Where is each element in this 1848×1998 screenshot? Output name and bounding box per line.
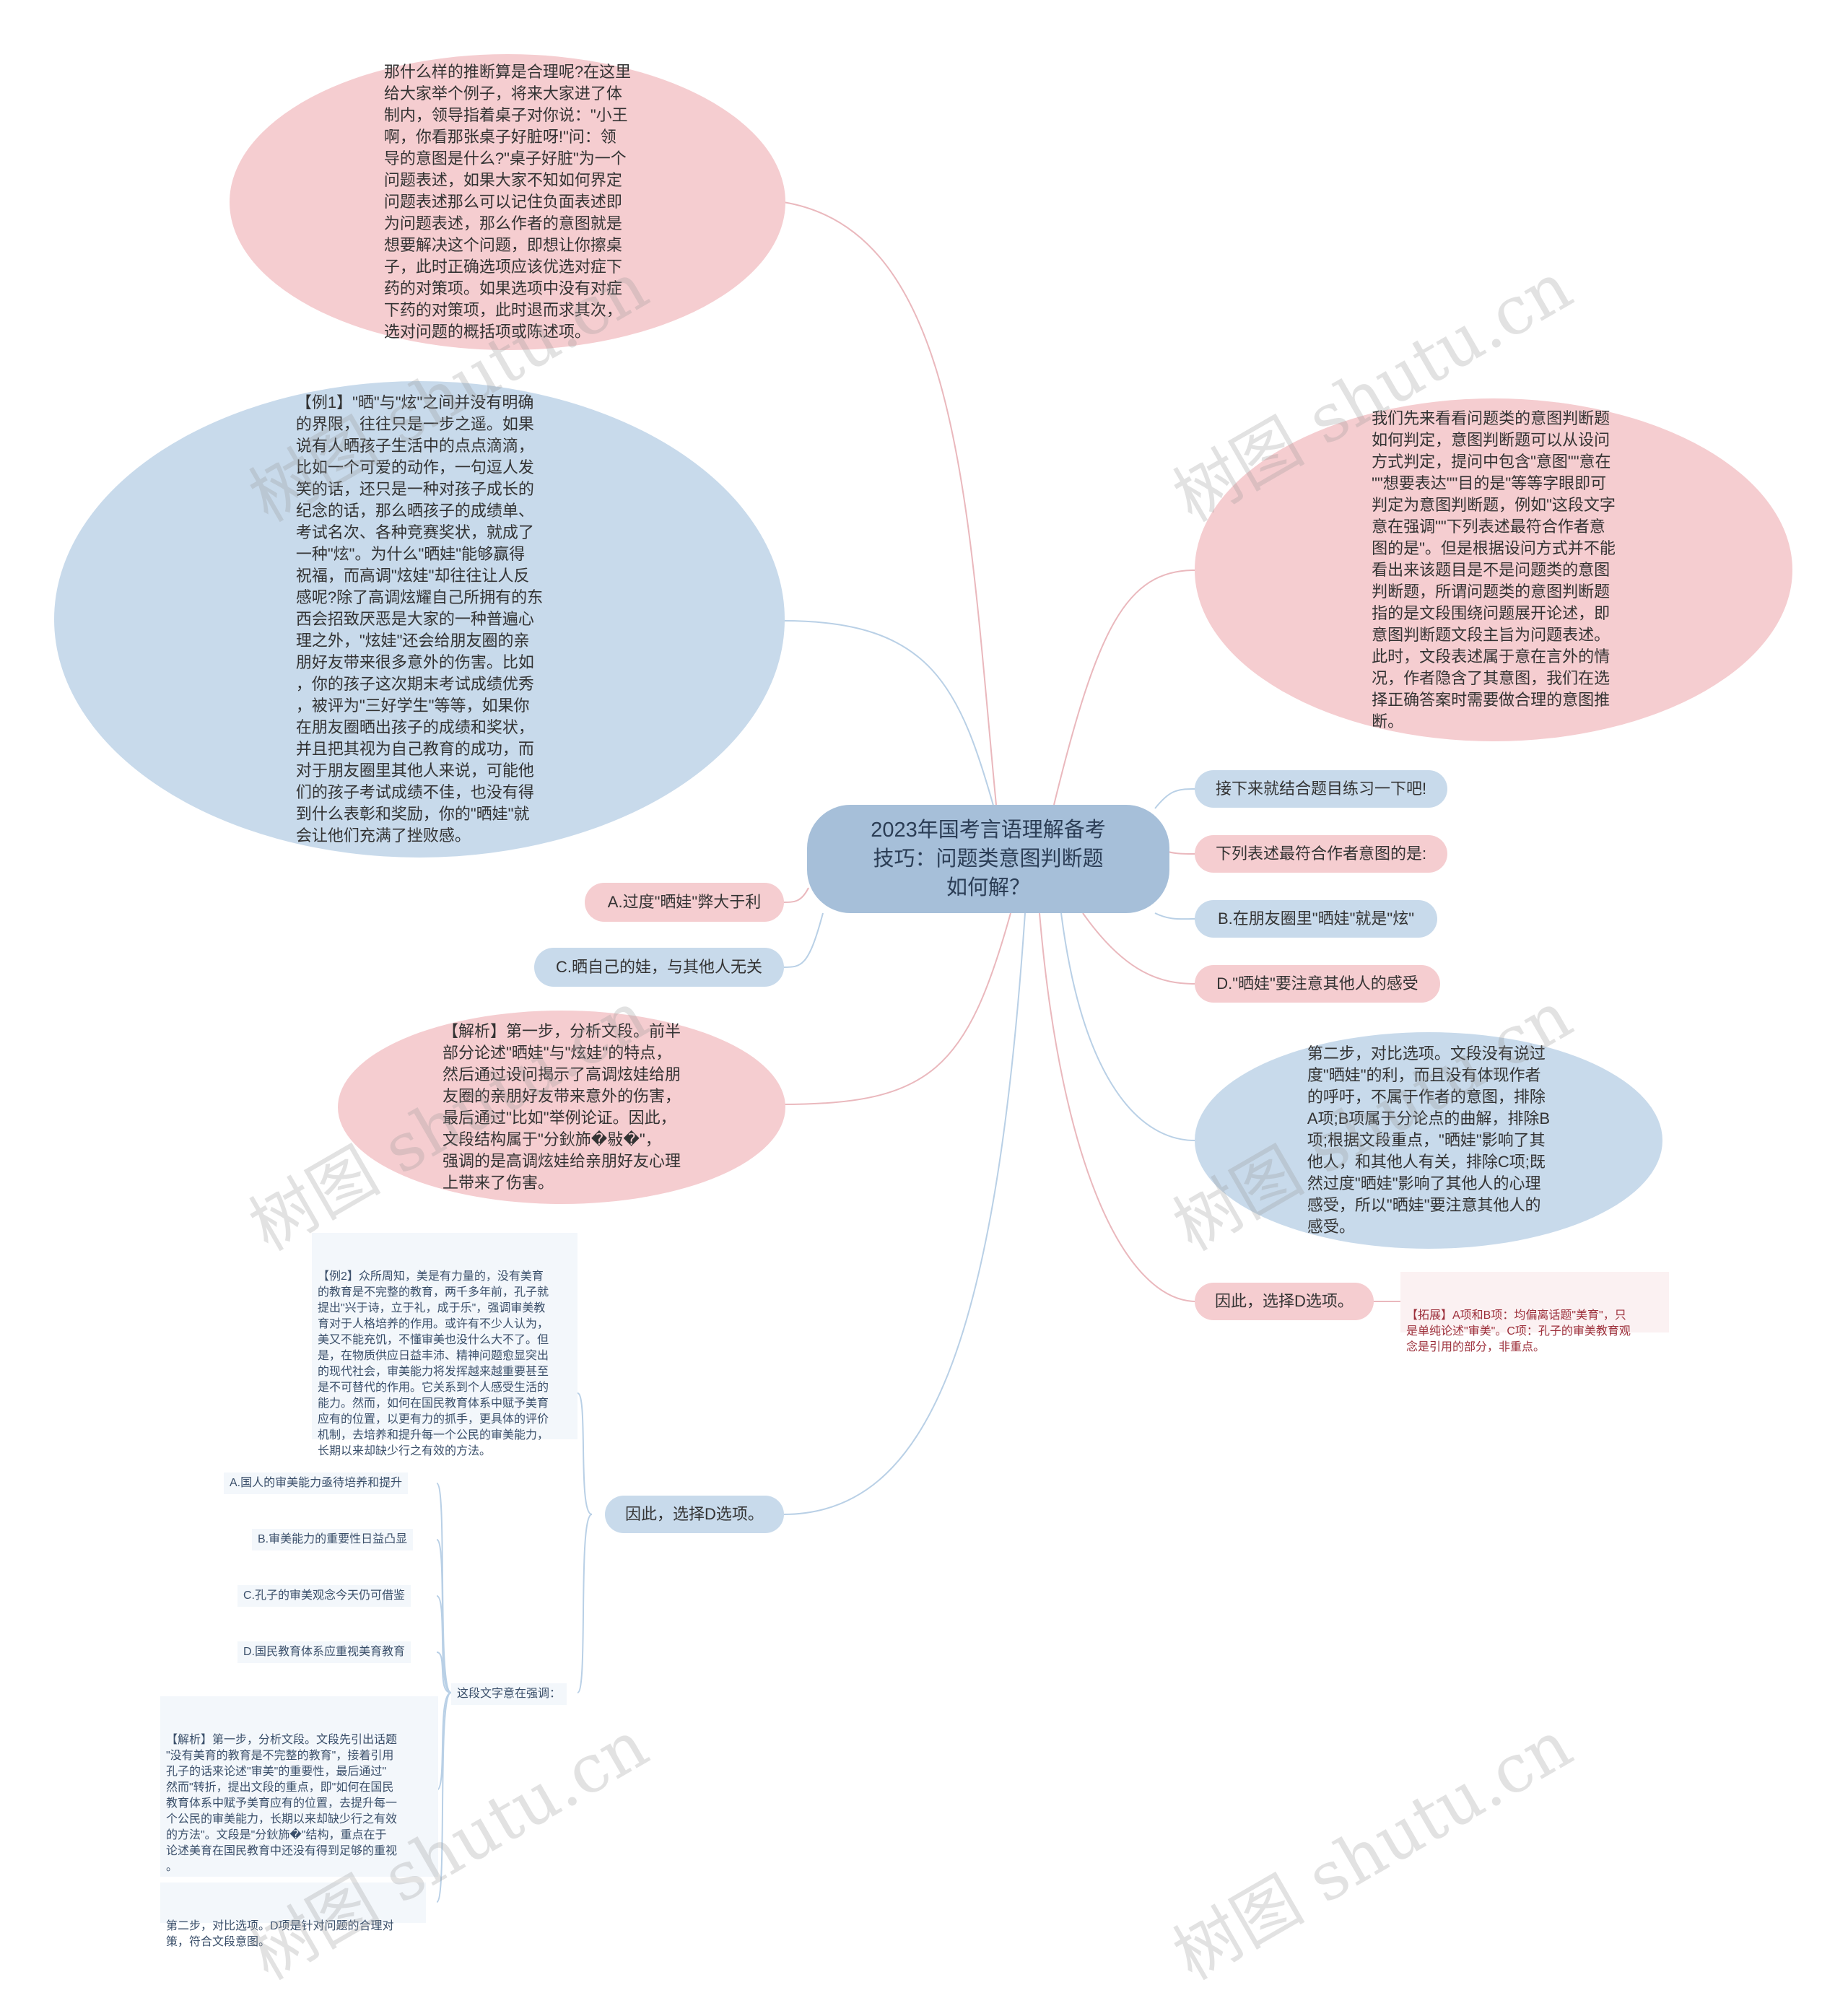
central-topic[interactable]: 2023年国考言语理解备考 技巧：问题类意图判断题 如何解？: [807, 805, 1169, 913]
q2-prompt-text: 这段文字意在强调：: [457, 1688, 562, 1700]
q2-option-d-text: D.国民教育体系应重视美育教育: [243, 1646, 406, 1658]
practice-text: 接下来就结合题目练习一下吧!: [1215, 780, 1427, 798]
option-b-node[interactable]: B.在朋友圈里"晒娃"就是"炫": [1195, 900, 1437, 938]
link-question: [1167, 851, 1195, 855]
link-option-a: [783, 887, 809, 903]
example-reasoning-node[interactable]: 那什么样的推断算是合理呢?在这里 给大家举个例子，将来大家进了体 制内，领导指着…: [230, 54, 785, 350]
practice-node[interactable]: 接下来就结合题目练习一下吧!: [1195, 770, 1447, 808]
link-analysis1: [783, 912, 1011, 1105]
option-d-text: D."晒娃"要注意其他人的感受: [1216, 974, 1418, 993]
link-opt-d: [436, 1652, 452, 1693]
intro-text: 我们先来看看问题类的意图判断题 如何判定，意图判断题可以从设问 方式判定，提问中…: [1372, 409, 1616, 730]
central-topic-text: 2023年国考言语理解备考 技巧：问题类意图判断题 如何解？: [871, 819, 1106, 899]
q2-option-a-text: A.国人的审美能力亟待培养和提升: [230, 1477, 403, 1489]
link-example-reasoning: [783, 201, 997, 806]
analysis2-text: 【解析】第一步，分析文段。文段先引出话题 "没有美育的教育是不完整的教育"，接着…: [166, 1734, 398, 1873]
answer2-text: 因此，选择D选项。: [625, 1505, 764, 1523]
step2-node[interactable]: 第二步，对比选项。文段没有说过 度"晒娃"的利，而且没有体现作者 的呼吁，不属于…: [1195, 1032, 1662, 1249]
q2-option-b-text: B.审美能力的重要性日益凸显: [258, 1533, 408, 1545]
answer1-text: 因此，选择D选项。: [1215, 1292, 1354, 1310]
intro-node[interactable]: 我们先来看看问题类的意图判断题 如何判定，意图判断题可以从设问 方式判定，提问中…: [1195, 398, 1792, 741]
extension-node[interactable]: 【拓展】A项和B项：均偏离话题"美育"，只 是单纯论述"审美"。C项：孔子的审美…: [1400, 1272, 1669, 1353]
link-step2-2: [436, 1692, 452, 1903]
q2-option-a[interactable]: A.国人的审美能力亟待培养和提升: [224, 1473, 409, 1494]
link-answer2: [783, 912, 1026, 1515]
link-practice: [1154, 788, 1195, 809]
q2-prompt-node[interactable]: 这段文字意在强调：: [451, 1683, 567, 1705]
analysis1-node[interactable]: 【解析】第一步，分析文段。前半 部分论述"晒娃"与"炫娃"的特点， 然后通过设问…: [338, 1011, 785, 1204]
answer2-node[interactable]: 因此，选择D选项。: [605, 1496, 784, 1533]
q2-option-c[interactable]: C.孔子的审美观念今天仍可借鉴: [237, 1585, 411, 1607]
step2-2-node[interactable]: 第二步，对比选项。D项是针对问题的合理对 策，符合文段意图。: [160, 1883, 426, 1948]
option-d-node[interactable]: D."晒娃"要注意其他人的感受: [1195, 965, 1440, 1003]
analysis2-node[interactable]: 【解析】第一步，分析文段。文段先引出话题 "没有美育的教育是不完整的教育"，接着…: [160, 1696, 438, 1877]
q2-option-c-text: C.孔子的审美观念今天仍可借鉴: [243, 1589, 406, 1602]
link-analysis2: [436, 1692, 452, 1791]
link-option-b: [1154, 912, 1195, 920]
link-intro: [1053, 570, 1195, 806]
step2-2-text: 第二步，对比选项。D项是针对问题的合理对 策，符合文段意图。: [166, 1920, 394, 1948]
step2-text: 第二步，对比选项。文段没有说过 度"晒娃"的利，而且没有体现作者 的呼吁，不属于…: [1307, 1044, 1551, 1236]
link-answer1: [1039, 912, 1195, 1302]
link-example1: [783, 620, 997, 816]
option-a-node[interactable]: A.过度"晒娃"弊大于利: [585, 883, 784, 922]
link-option-c: [783, 912, 824, 968]
example1-node[interactable]: 【例1】"晒"与"炫"之间并没有明确 的界限，往往只是一步之遥。如果 说有人晒孩…: [54, 381, 785, 858]
question-node[interactable]: 下列表述最符合作者意图的是:: [1195, 835, 1447, 873]
example-reasoning-text: 那什么样的推断算是合理呢?在这里 给大家举个例子，将来大家进了体 制内，领导指着…: [383, 63, 632, 341]
answer1-node[interactable]: 因此，选择D选项。: [1195, 1283, 1374, 1320]
example2-text: 【例2】众所周知，美是有力量的，没有美育 的教育是不完整的教育，两千多年前，孔子…: [318, 1270, 549, 1457]
q2-option-b[interactable]: B.审美能力的重要性日益凸显: [252, 1529, 414, 1550]
example2-node[interactable]: 【例2】众所周知，美是有力量的，没有美育 的教育是不完整的教育，两千多年前，孔子…: [312, 1233, 578, 1457]
option-c-node[interactable]: C.晒自己的娃，与其他人无关: [534, 948, 784, 987]
question-text: 下列表述最符合作者意图的是:: [1215, 845, 1427, 863]
link-q2-prompt: [577, 1514, 593, 1693]
option-a-text: A.过度"晒娃"弊大于利: [607, 893, 762, 911]
link-opt-b: [436, 1539, 452, 1693]
example1-text: 【例1】"晒"与"炫"之间并没有明确 的界限，往往只是一步之遥。如果 说有人晒孩…: [295, 393, 544, 845]
q2-option-d[interactable]: D.国民教育体系应重视美育教育: [237, 1641, 411, 1663]
link-step2: [1060, 912, 1195, 1141]
link-example2: [577, 1392, 593, 1515]
option-c-text: C.晒自己的娃，与其他人无关: [555, 958, 762, 976]
link-option-d: [1082, 912, 1195, 985]
link-opt-c: [436, 1595, 452, 1693]
analysis1-text: 【解析】第一步，分析文段。前半 部分论述"晒娃"与"炫娃"的特点， 然后通过设问…: [442, 1022, 681, 1192]
extension-text: 【拓展】A项和B项：均偏离话题"美育"，只 是单纯论述"审美"。C项：孔子的审美…: [1406, 1309, 1631, 1353]
option-b-text: B.在朋友圈里"晒娃"就是"炫": [1217, 909, 1415, 928]
